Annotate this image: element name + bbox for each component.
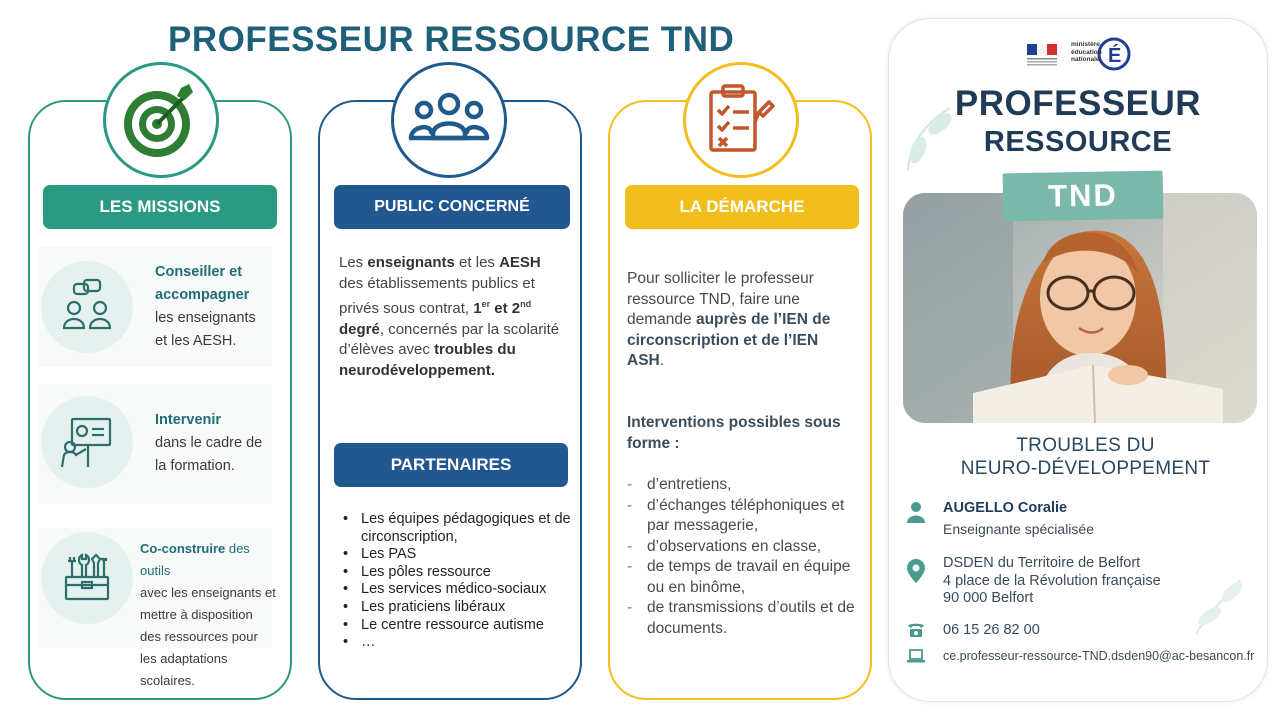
- list-item: d’entretiens,: [627, 475, 859, 496]
- laptop-icon: [905, 646, 927, 666]
- svg-text:É: É: [1108, 44, 1121, 67]
- mission-2-bold: Intervenir: [155, 412, 222, 428]
- public-bold-degre: degré: [339, 320, 380, 338]
- contact-name: AUGELLO Coralie: [943, 500, 1068, 516]
- address-line-1: DSDEN du Territoire de Belfort: [943, 555, 1141, 571]
- target-icon: [124, 84, 193, 157]
- demarche-text-2: .: [659, 352, 665, 369]
- list-item: Les pôles ressource: [343, 564, 575, 582]
- demarche-subheading: Interventions possibles sous forme :: [627, 414, 841, 452]
- public-bold-troubles: troubles du neurodéveloppement.: [339, 341, 516, 379]
- demarche-heading: LA DÉMARCHE: [625, 185, 859, 229]
- public-text-2: et les: [454, 254, 500, 271]
- mission-item-2: Intervenir dans le cadre de la formation…: [38, 384, 272, 504]
- mission-item-3: Co-construire des outils avec les enseig…: [38, 528, 276, 688]
- people-group-icon: [408, 92, 490, 141]
- list-item: d’échanges téléphoniques et par messager…: [627, 496, 859, 537]
- public-heading: PUBLIC CONCERNÉ: [334, 185, 570, 229]
- public-text-4: , concernés par la scolarité d’élèves av…: [339, 320, 560, 359]
- missions-heading: LES MISSIONS: [43, 185, 277, 229]
- mission-3-mid: des outils: [140, 541, 250, 578]
- public-sup-er: er: [481, 299, 491, 309]
- list-item: d’observations en classe,: [627, 537, 859, 558]
- contact-phone[interactable]: 06 15 26 82 00: [943, 622, 1040, 638]
- list-item: de temps de travail en équipe ou en binô…: [627, 557, 859, 598]
- toolbox-icon: [41, 532, 133, 624]
- list-item: Les équipes pédagogiques et de circonscr…: [343, 511, 575, 546]
- mission-item-1: Conseiller et accompagner les enseignant…: [38, 247, 272, 367]
- mission-1-text: les enseignants et les AESH.: [155, 310, 256, 349]
- demarche-paragraph: Pour solliciter le professeur ressource …: [627, 269, 853, 372]
- ministry-logo: É ministère éducation nationale: [1025, 32, 1135, 76]
- clipboard-checklist-icon: [709, 84, 775, 152]
- partners-heading: PARTENAIRES: [334, 443, 568, 487]
- mission-1-bold: Conseiller et accompagner: [155, 264, 250, 303]
- list-item: Les services médico-sociaux: [343, 581, 575, 599]
- public-paragraph: Les enseignants et les AESH des établiss…: [339, 253, 565, 381]
- demarche-text-1: Pour solliciter le professeur ressource …: [627, 270, 814, 328]
- interventions-list: d’entretiens, d’échanges téléphoniques e…: [627, 475, 859, 639]
- contact-role: Enseignante spécialisée: [943, 521, 1094, 537]
- list-item: Les PAS: [343, 546, 575, 564]
- partners-list: Les équipes pédagogiques et de circonscr…: [343, 511, 575, 652]
- mission-2-text: dans le cadre de la formation.: [155, 435, 263, 474]
- mission-3-text: avec les enseignants et mettre à disposi…: [140, 585, 276, 688]
- list-item: Le centre ressource autisme: [343, 617, 575, 635]
- public-circle: [391, 62, 507, 178]
- troubles-label: TROUBLES DU NEURO-DÉVELOPPEMENT: [888, 434, 1280, 480]
- phone-icon: [905, 620, 927, 640]
- troubles-line-1: TROUBLES DU: [1016, 435, 1155, 456]
- panel-title-1: PROFESSEUR: [954, 84, 1202, 123]
- list-item: Les praticiens libéraux: [343, 599, 575, 617]
- contact-address: DSDEN du Territoire de Belfort 4 place d…: [943, 555, 1161, 608]
- leaf-decoration-icon: [1195, 579, 1243, 635]
- list-item: de transmissions d’outils et de document…: [627, 598, 859, 639]
- tnd-banner: TND: [1002, 170, 1164, 222]
- leaf-decoration-icon: [907, 107, 952, 171]
- location-pin-icon: [905, 558, 927, 584]
- page-title: PROFESSEUR RESSOURCE TND: [168, 20, 735, 59]
- public-bold-2: et 2: [490, 300, 521, 317]
- public-text-3: des établissements publics et privés sou…: [339, 274, 535, 318]
- panel-title-2: RESSOURCE: [983, 126, 1173, 158]
- mission-3-bold: Co-construire: [140, 541, 226, 556]
- person-icon: [905, 500, 927, 524]
- missions-circle: [103, 62, 219, 178]
- public-bold-enseignants: enseignants: [367, 254, 455, 271]
- troubles-line-2: NEURO-DÉVELOPPEMENT: [960, 458, 1211, 479]
- address-line-2: 4 place de la Révolution française: [943, 572, 1161, 589]
- address-line-3: 90 000 Belfort: [943, 590, 1034, 606]
- demarche-bold-ien: auprès de l’IEN de circonscription et de…: [627, 311, 831, 369]
- public-sup-nd: nd: [520, 299, 532, 309]
- list-item: …: [343, 634, 575, 652]
- ministry-logo-text: ministère éducation nationale: [1071, 41, 1102, 63]
- teacher-board-icon: [41, 396, 133, 488]
- public-text-1: Les: [339, 254, 368, 271]
- public-bold-1: 1: [473, 300, 482, 317]
- chat-people-icon: [41, 261, 133, 353]
- demarche-circle: [683, 62, 799, 178]
- child-reading-photo: [903, 193, 1257, 423]
- contact-email[interactable]: ce.professeur-ressource-TND.dsden90@ac-b…: [943, 649, 1255, 663]
- public-bold-aesh: AESH: [499, 254, 541, 271]
